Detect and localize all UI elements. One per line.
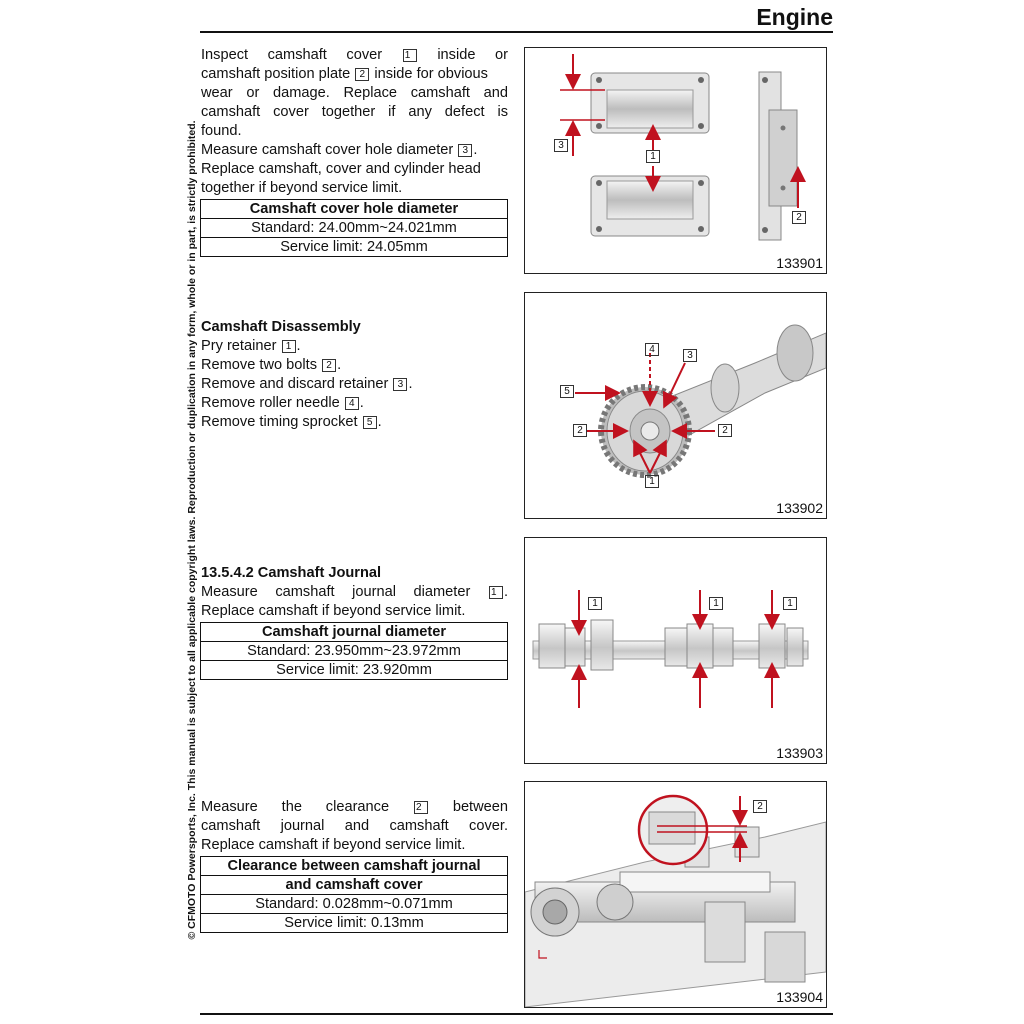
text-line: found.	[201, 123, 242, 139]
spec-standard: Standard: 24.00mm~24.021mm	[200, 218, 508, 238]
spec-standard: Standard: 0.028mm~0.071mm	[200, 894, 508, 914]
spec-table-header: and camshaft cover	[200, 875, 508, 895]
camshaft-cover-illustration	[560, 54, 806, 241]
step-item: Remove timing sprocket 5.	[201, 414, 382, 430]
text-line: wear or damage. Replace camshaft and	[201, 85, 508, 101]
text-line: together if beyond service limit.	[201, 180, 403, 196]
step-item: Pry retainer 1.	[201, 338, 301, 354]
callout-label: 1	[646, 150, 660, 163]
spec-table-header: Camshaft cover hole diameter	[200, 199, 508, 219]
callout-label: 3	[554, 139, 568, 152]
section-camshaft-journal: 13.5.4.2 Camshaft Journal Measure camsha…	[201, 564, 508, 621]
section-heading: Camshaft Disassembly	[201, 319, 361, 335]
spec-limit: Service limit: 23.920mm	[200, 660, 508, 680]
figure-id: 133903	[776, 745, 823, 761]
callout-label: 2	[718, 424, 732, 437]
spec-table-cover-hole: Camshaft cover hole diameter Standard: 2…	[200, 199, 508, 257]
spec-table-journal: Camshaft journal diameter Standard: 23.9…	[200, 622, 508, 680]
callout-label: 1	[645, 475, 659, 488]
callout-label: 2	[792, 211, 806, 224]
section-journal-clearance: Measure the clearance 2 between camshaft…	[201, 798, 508, 855]
spec-table-clearance: Clearance between camshaft journal and c…	[200, 856, 508, 933]
text-line: Inspect camshaft cover 1 inside or	[201, 47, 509, 63]
step-item: Remove two bolts 2.	[201, 357, 342, 373]
figure-camshaft-cover: 3 1 2 133901	[524, 47, 827, 274]
text-line: Replace camshaft, cover and cylinder hea…	[201, 161, 481, 177]
text-line: Measure camshaft journal diameter 1.	[201, 584, 508, 600]
text-line: camshaft cover together if any defect is	[201, 104, 508, 120]
text-line: Replace camshaft if beyond service limit…	[201, 837, 466, 853]
figure-id: 133904	[776, 989, 823, 1005]
ref-badge: 1	[488, 586, 503, 599]
spec-standard: Standard: 23.950mm~23.972mm	[200, 641, 508, 661]
copyright-notice: © CFMOTO Powersports, Inc. This manual i…	[186, 120, 198, 940]
callout-label: 1	[783, 597, 797, 610]
text-line: camshaft position plate 2 inside for obv…	[201, 66, 488, 82]
camshaft-illustration	[532, 590, 809, 708]
ref-badge: 2	[322, 359, 337, 372]
page-header-title: Engine	[756, 4, 833, 30]
ref-badge: 2	[413, 801, 428, 814]
spec-table-header: Camshaft journal diameter	[200, 622, 508, 642]
figure-camshaft-disassembly: 4 3 5 2 2 1 133902	[524, 292, 827, 519]
ref-badge: 1	[402, 49, 417, 62]
footer-rule	[200, 1013, 833, 1015]
callout-label: 2	[573, 424, 587, 437]
header-rule	[200, 31, 833, 33]
spec-limit: Service limit: 0.13mm	[200, 913, 508, 933]
figure-id: 133901	[776, 255, 823, 271]
callout-label: 1	[588, 597, 602, 610]
ref-badge: 4	[344, 397, 359, 410]
ref-badge: 1	[281, 340, 296, 353]
ref-badge: 3	[393, 378, 408, 391]
sprocket-illustration	[575, 324, 826, 478]
section-heading: 13.5.4.2 Camshaft Journal	[201, 565, 382, 581]
ref-badge: 2	[355, 68, 370, 81]
spec-table-header: Clearance between camshaft journal	[200, 856, 508, 876]
figure-journal-clearance: 2 133904	[524, 781, 827, 1008]
text-line: Measure the clearance 2 between	[201, 799, 509, 815]
step-item: Remove roller needle 4.	[201, 395, 364, 411]
callout-label: 1	[709, 597, 723, 610]
text-line: Replace camshaft if beyond service limit…	[201, 603, 466, 619]
text-line: camshaft journal and camshaft cover.	[201, 818, 508, 834]
section-camshaft-disassembly: Camshaft Disassembly Pry retainer 1. Rem…	[201, 318, 508, 432]
step-item: Remove and discard retainer 3.	[201, 376, 413, 392]
ref-badge: 3	[458, 144, 473, 157]
spec-limit: Service limit: 24.05mm	[200, 237, 508, 257]
section-cover-inspection: Inspect camshaft cover 1 inside or camsh…	[201, 46, 508, 198]
figure-camshaft-journal: 1 1 1 133903	[524, 537, 827, 764]
callout-label: 2	[753, 800, 767, 813]
callout-label: 3	[683, 349, 697, 362]
cylinder-head-illustration	[525, 794, 826, 1007]
text-line: Measure camshaft cover hole diameter 3.	[201, 142, 478, 158]
callout-label: 5	[560, 385, 574, 398]
figure-id: 133902	[776, 500, 823, 516]
ref-badge: 5	[362, 416, 377, 429]
callout-label: 4	[645, 343, 659, 356]
